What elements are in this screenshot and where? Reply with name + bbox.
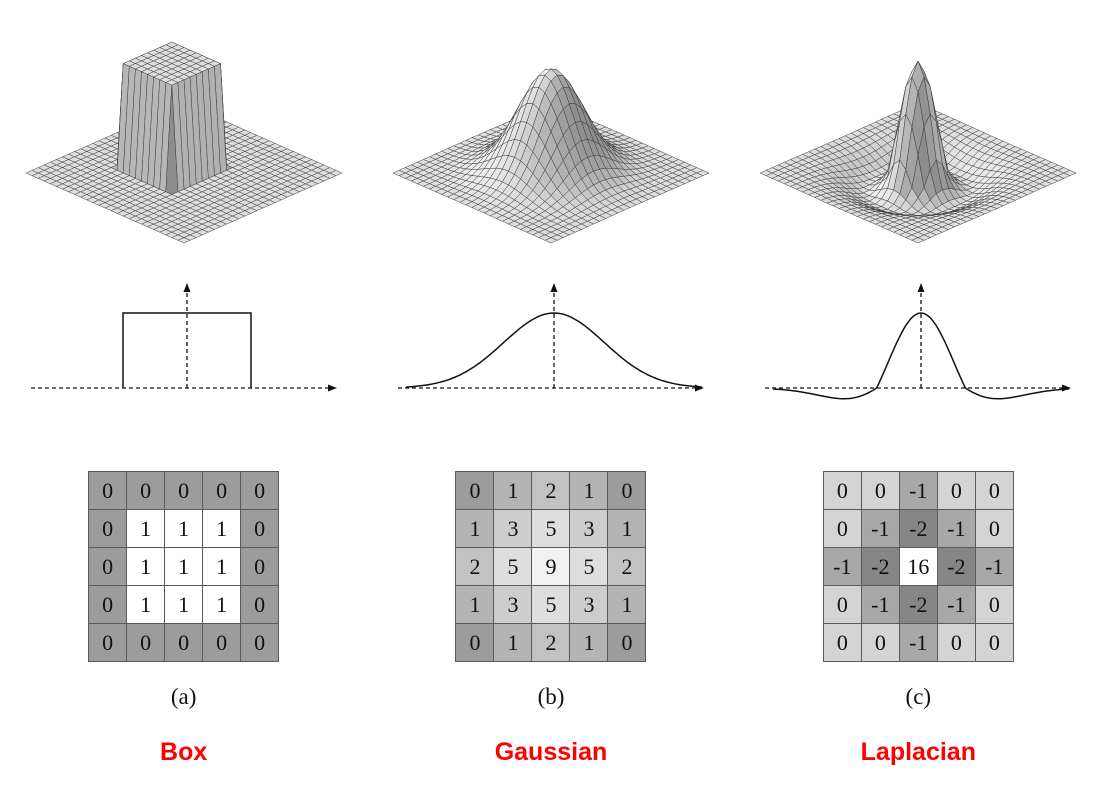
kernel-cell: 3 [494, 510, 532, 547]
kernel-cell: 0 [241, 624, 279, 661]
kernel-cell: 0 [823, 510, 861, 547]
kernel-cell: 0 [89, 624, 127, 661]
kernel-cell: 5 [494, 548, 532, 585]
kernel-cell: 1 [570, 472, 608, 509]
kernel-cell: 3 [570, 510, 608, 547]
caption-c: (c) [905, 684, 932, 709]
kernel-cell: 5 [532, 586, 570, 623]
box-profile-1d [30, 283, 337, 392]
kernel-cell: 1 [203, 510, 241, 547]
kernel-cell: 9 [532, 548, 570, 585]
kernel-cell: 1 [165, 586, 203, 623]
kernel-cell: -2 [861, 548, 899, 585]
kernel-cell: 3 [494, 586, 532, 623]
kernel-cell: 0 [165, 624, 203, 661]
kernel-cell: 0 [456, 472, 494, 509]
kernel-cell: 0 [975, 586, 1013, 623]
kernel-cell: 1 [570, 624, 608, 661]
kernel-cell: 0 [89, 586, 127, 623]
kernel-cell: 0 [165, 472, 203, 509]
kernel-cell: 0 [127, 624, 165, 661]
kernel-cell: 0 [203, 472, 241, 509]
kernel-cell: 0 [608, 472, 646, 509]
kernel-cell: 0 [89, 510, 127, 547]
kernel-cell: 16 [899, 548, 937, 585]
kernel-cell: 0 [241, 510, 279, 547]
kernel-cell: 1 [456, 510, 494, 547]
filter-name-gaussian: Gaussian [494, 738, 608, 766]
kernel-cell: 0 [937, 624, 975, 661]
kernel-cell: 1 [456, 586, 494, 623]
kernel-cell: 1 [203, 586, 241, 623]
kernel-cell: 1 [608, 586, 646, 623]
kernel-cell: 0 [823, 472, 861, 509]
kernel-cell: 0 [975, 510, 1013, 547]
gaussian-surface-3d [392, 68, 710, 244]
kernel-cell: 0 [861, 472, 899, 509]
caption-a: (a) [170, 684, 197, 709]
kernel-cell: 0 [823, 586, 861, 623]
kernel-cell: 1 [494, 472, 532, 509]
kernel-cell: 2 [532, 472, 570, 509]
kernel-cell: -1 [899, 624, 937, 661]
kernel-cell: 1 [165, 548, 203, 585]
kernel-cell: 1 [127, 586, 165, 623]
kernel-cell: 5 [532, 510, 570, 547]
kernel-cell: 0 [975, 472, 1013, 509]
kernel-cell: 5 [570, 548, 608, 585]
kernel-cell: 3 [570, 586, 608, 623]
kernel-cell: 0 [241, 548, 279, 585]
filter-name-box: Box [160, 738, 208, 766]
kernel-cell: -1 [975, 548, 1013, 585]
kernel-cell: -2 [899, 510, 937, 547]
box-surface-3d [25, 41, 343, 244]
kernel-cell: 1 [608, 510, 646, 547]
kernel-cell: 0 [127, 472, 165, 509]
kernel-cell: 1 [203, 548, 241, 585]
kernel-cell: 0 [241, 472, 279, 509]
kernel-cell: -2 [937, 548, 975, 585]
kernel-cell: -2 [899, 586, 937, 623]
kernel-cell: 2 [532, 624, 570, 661]
kernel-cell: 0 [89, 548, 127, 585]
kernel-cell: -1 [861, 586, 899, 623]
kernel-cell: 1 [127, 548, 165, 585]
gaussian-profile-1d [397, 283, 704, 392]
kernel-cell: 1 [165, 510, 203, 547]
kernel-cell: 1 [494, 624, 532, 661]
kernel-cell: -1 [899, 472, 937, 509]
kernel-cell: 0 [456, 624, 494, 661]
caption-b: (b) [537, 684, 565, 709]
kernel-cell: 2 [456, 548, 494, 585]
kernel-cell: 0 [241, 586, 279, 623]
kernel-cell: 2 [608, 548, 646, 585]
kernel-cell: 0 [975, 624, 1013, 661]
kernel-cell: -1 [861, 510, 899, 547]
laplacian-surface-3d [759, 60, 1077, 244]
kernel-cell: -1 [823, 548, 861, 585]
kernel-cell: 0 [203, 624, 241, 661]
filter-name-laplacian: Laplacian [860, 738, 976, 766]
kernel-cell: -1 [937, 586, 975, 623]
kernel-cell: 0 [823, 624, 861, 661]
kernel-cell: -1 [937, 510, 975, 547]
laplacian-profile-1d [765, 283, 1072, 400]
kernel-cell: 0 [937, 472, 975, 509]
kernel-cell: 1 [127, 510, 165, 547]
kernel-cell: 0 [861, 624, 899, 661]
kernel-cell: 0 [608, 624, 646, 661]
kernel-cell: 0 [89, 472, 127, 509]
